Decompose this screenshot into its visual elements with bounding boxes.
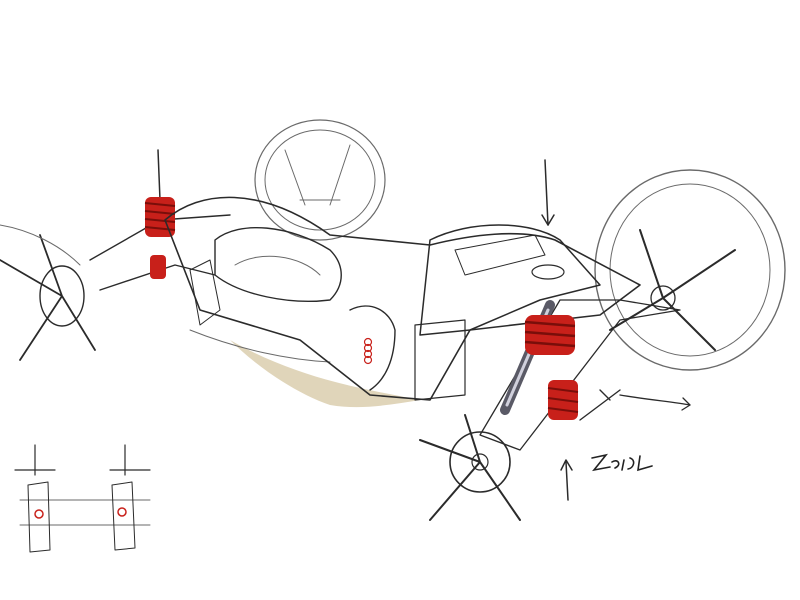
rear-left-wheel xyxy=(254,119,386,241)
lift-arrow xyxy=(560,394,691,501)
ground-shadow xyxy=(189,329,420,408)
four-rings-logo xyxy=(363,337,373,365)
handwritten-signature xyxy=(591,453,653,472)
front-coil-spring-upper xyxy=(524,315,576,355)
front-left-hub xyxy=(419,389,621,521)
front-coil-spring-lower xyxy=(547,380,579,420)
vehicle-body xyxy=(164,196,641,401)
front-shock-absorber xyxy=(500,300,579,420)
rear-left-hub xyxy=(0,224,96,361)
front-suspension-arm xyxy=(479,159,681,451)
rear-suspension xyxy=(89,149,231,291)
front-right-wheel xyxy=(594,169,786,371)
inset-detail-sketch xyxy=(14,444,151,553)
